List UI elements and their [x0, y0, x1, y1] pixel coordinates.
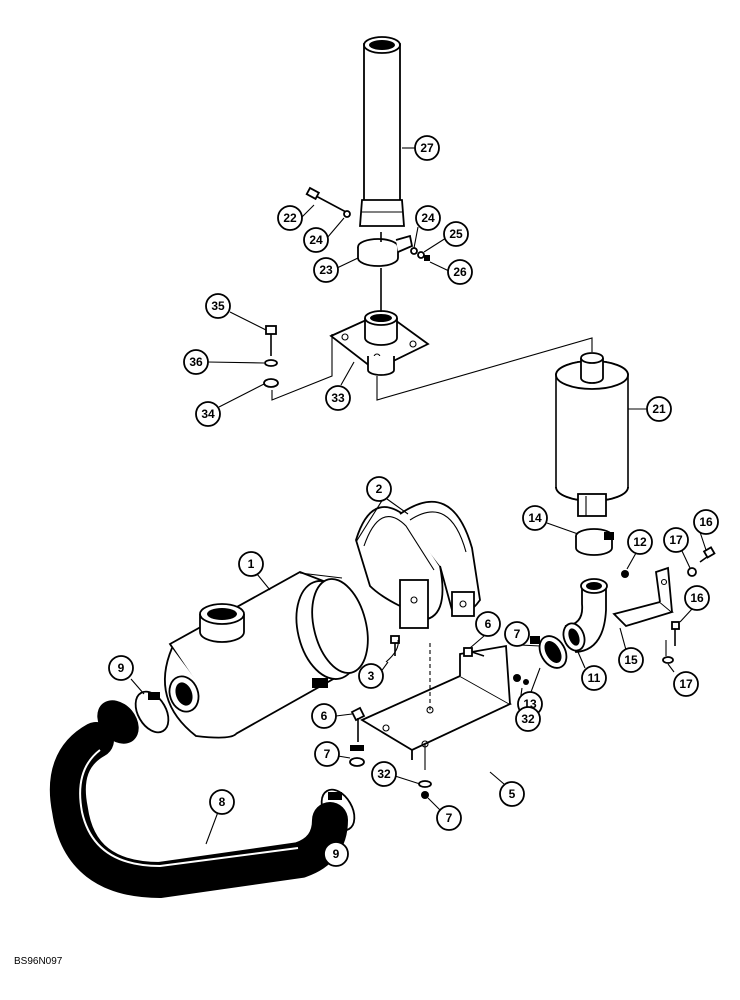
intake-hose [49, 700, 348, 899]
callout-3: 3 [358, 663, 384, 689]
callout-21: 21 [646, 396, 672, 422]
svg-text:26: 26 [453, 265, 467, 279]
callout-25: 25 [443, 221, 469, 247]
muffler-bracket [612, 546, 716, 664]
callout-26: 26 [447, 259, 473, 285]
svg-text:34: 34 [201, 407, 215, 421]
callout-2: 2 [366, 476, 392, 502]
svg-text:2: 2 [376, 482, 383, 496]
svg-text:9: 9 [333, 847, 340, 861]
svg-text:3: 3 [368, 669, 375, 683]
callouts: 27 22 24 24 25 23 26 35 36 34 33 21 2 1 … [108, 135, 719, 867]
callout-17: 17 [663, 527, 689, 553]
exhaust-stack [359, 36, 405, 227]
leader-lines [130, 147, 707, 857]
svg-text:22: 22 [283, 211, 297, 225]
svg-text:15: 15 [624, 653, 638, 667]
callout-8: 8 [209, 789, 235, 815]
svg-text:12: 12 [633, 535, 647, 549]
air-cleaner [164, 571, 369, 739]
callout-15: 15 [618, 647, 644, 673]
svg-text:1: 1 [248, 557, 255, 571]
svg-text:35: 35 [211, 299, 225, 313]
svg-text:17: 17 [679, 677, 693, 691]
callout-24: 24 [415, 205, 441, 231]
svg-text:7: 7 [446, 811, 453, 825]
callout-11: 11 [581, 665, 607, 691]
svg-text:7: 7 [514, 627, 521, 641]
svg-text:9: 9 [118, 661, 125, 675]
callout-33: 33 [325, 385, 351, 411]
svg-text:23: 23 [319, 263, 333, 277]
callout-16: 16 [684, 585, 710, 611]
svg-text:32: 32 [377, 767, 391, 781]
stack-flange [329, 268, 430, 376]
svg-text:11: 11 [588, 671, 601, 685]
callout-6: 6 [311, 703, 337, 729]
callout-32: 32 [515, 706, 541, 732]
svg-text:25: 25 [449, 227, 463, 241]
callout-12: 12 [627, 529, 653, 555]
svg-text:6: 6 [321, 709, 328, 723]
mounting-bands [355, 500, 481, 629]
gasket [621, 570, 629, 578]
hose-clamp-13 [530, 635, 568, 669]
callout-9: 9 [108, 655, 134, 681]
svg-text:16: 16 [690, 591, 704, 605]
svg-text:24: 24 [309, 233, 323, 247]
callout-16: 16 [693, 509, 719, 535]
callout-7: 7 [436, 805, 462, 831]
callout-32: 32 [371, 761, 397, 787]
callout-5: 5 [499, 781, 525, 807]
callout-7: 7 [504, 621, 530, 647]
callout-17: 17 [673, 671, 699, 697]
elbow-pipe [562, 578, 608, 653]
callout-9: 9 [323, 841, 349, 867]
callout-35: 35 [205, 293, 231, 319]
lower-fasteners [349, 706, 432, 799]
flange-bolt-stack [263, 325, 333, 401]
callout-27: 27 [414, 135, 440, 161]
callout-36: 36 [183, 349, 209, 375]
muffler-clamp [575, 528, 614, 556]
svg-text:7: 7 [324, 747, 331, 761]
svg-text:14: 14 [528, 511, 542, 525]
callout-7: 7 [314, 741, 340, 767]
stack-bolt [305, 186, 351, 218]
callout-22: 22 [277, 205, 303, 231]
svg-text:32: 32 [521, 712, 535, 726]
assembly-line [376, 337, 593, 401]
callout-24: 24 [303, 227, 329, 253]
callout-6: 6 [475, 611, 501, 637]
svg-text:6: 6 [485, 617, 492, 631]
svg-text:24: 24 [421, 211, 435, 225]
svg-text:8: 8 [219, 795, 226, 809]
callout-23: 23 [313, 257, 339, 283]
stack-clamp [357, 232, 430, 267]
callout-14: 14 [522, 505, 548, 531]
svg-text:33: 33 [331, 391, 345, 405]
callout-34: 34 [195, 401, 221, 427]
svg-text:36: 36 [189, 355, 203, 369]
svg-text:16: 16 [699, 515, 713, 529]
svg-text:27: 27 [420, 141, 434, 155]
svg-text:5: 5 [509, 787, 516, 801]
svg-text:17: 17 [669, 533, 683, 547]
figure-id: BS96N097 [14, 956, 63, 967]
band-bolt [385, 635, 400, 663]
svg-text:21: 21 [652, 402, 666, 416]
callout-1: 1 [238, 551, 264, 577]
support-bracket [360, 640, 529, 770]
muffler [554, 352, 630, 517]
